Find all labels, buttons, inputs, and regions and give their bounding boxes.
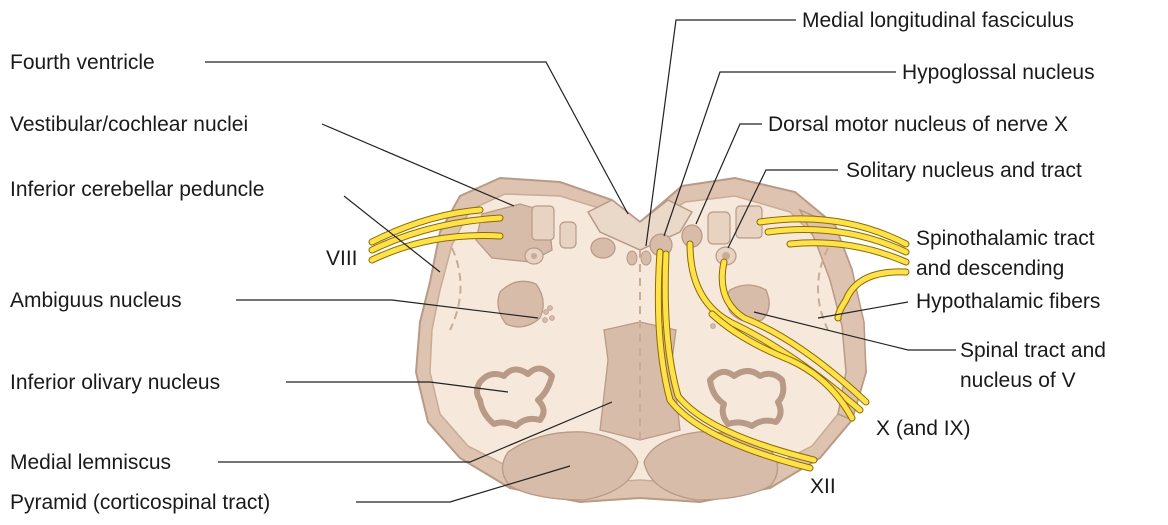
label-vestibular-cochlear: Vestibular/cochlear nuclei bbox=[10, 113, 248, 136]
label-dorsal-motor-nucleus: Dorsal motor nucleus of nerve X bbox=[768, 113, 1068, 136]
spinal-nucleus-v-left bbox=[498, 281, 543, 327]
label-x-ix: X (and IX) bbox=[876, 417, 971, 440]
nucleus-block-right-2 bbox=[708, 212, 730, 244]
label-inferior-olivary-nucleus: Inferior olivary nucleus bbox=[10, 371, 220, 394]
solitary-tract-left bbox=[531, 253, 537, 259]
label-hypoglossal-nucleus: Hypoglossal nucleus bbox=[902, 61, 1095, 84]
label-ambiguus-nucleus: Ambiguus nucleus bbox=[10, 289, 182, 312]
label-spinothalamic-2: and descending bbox=[916, 257, 1064, 280]
label-fourth-ventricle: Fourth ventricle bbox=[10, 51, 155, 74]
label-spinothalamic-1: Spinothalamic tract bbox=[916, 227, 1095, 250]
label-hypothalamic-fibers: Hypothalamic fibers bbox=[916, 290, 1100, 313]
label-xii: XII bbox=[810, 475, 836, 498]
leader-vestibular bbox=[322, 124, 514, 206]
inferior-olivary-nucleus-right bbox=[710, 371, 783, 426]
label-viii: VIII bbox=[326, 247, 358, 270]
mlf-right bbox=[641, 251, 651, 265]
inferior-olivary-nucleus-left bbox=[477, 368, 552, 426]
label-spinal-v-2: nucleus of V bbox=[960, 369, 1076, 392]
label-solitary-nucleus: Solitary nucleus and tract bbox=[846, 159, 1082, 182]
hypoglossal-nucleus-left bbox=[591, 238, 615, 258]
vestibular-nucleus-left-2 bbox=[532, 206, 554, 240]
label-pyramid: Pyramid (corticospinal tract) bbox=[10, 491, 270, 514]
nucleus-block-left-3 bbox=[560, 222, 576, 248]
label-mlf: Medial longitudinal fasciculus bbox=[802, 9, 1074, 32]
leader-inferior-cerebellar bbox=[344, 196, 440, 272]
mlf-left bbox=[627, 251, 637, 265]
label-medial-lemniscus: Medial lemniscus bbox=[10, 451, 171, 474]
label-spinal-v-1: Spinal tract and bbox=[960, 339, 1106, 362]
label-inferior-cerebellar-peduncle: Inferior cerebellar peduncle bbox=[10, 178, 264, 201]
